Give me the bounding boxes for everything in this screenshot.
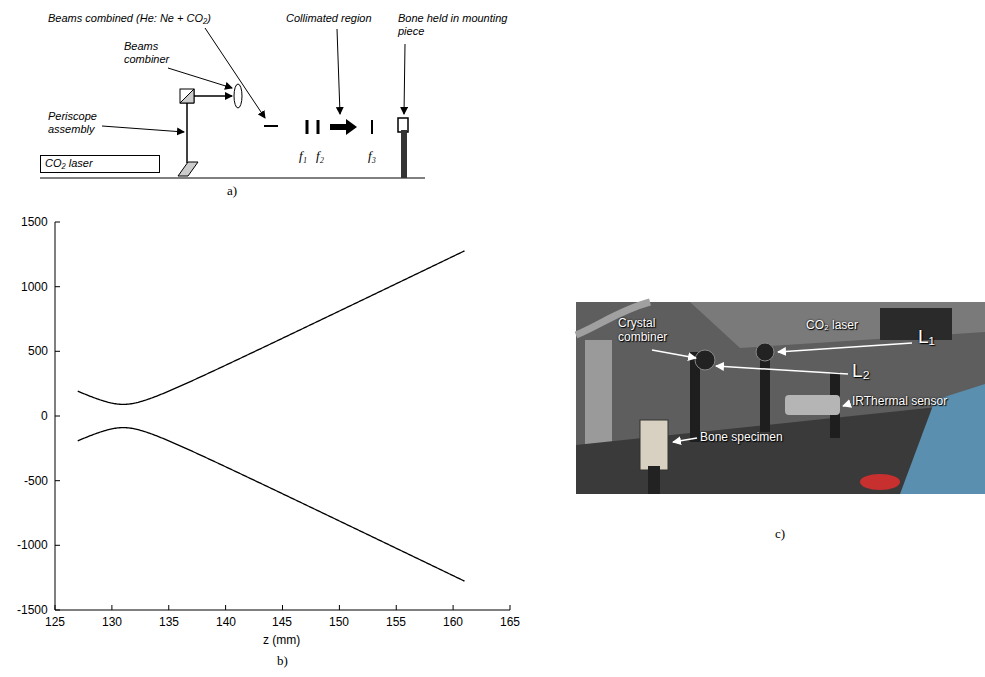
axis-tick: 1000	[21, 280, 48, 294]
laser-box: CO₂ laser	[40, 155, 160, 173]
axis-tick: 1500	[21, 215, 48, 229]
lens-label: f₃	[368, 148, 376, 164]
axis-tick: 500	[28, 344, 48, 358]
optical-schematic	[40, 28, 425, 178]
photo-label: L₂	[852, 360, 870, 383]
axis-tick: 145	[272, 615, 292, 629]
panel-letter: b)	[277, 653, 288, 669]
box-text: CO₂ laser	[45, 157, 155, 170]
photo-label: Crystal combiner	[618, 316, 676, 345]
axis-tick: 165	[500, 615, 520, 629]
lens-label: f₁	[299, 148, 307, 164]
axis-tick: 130	[102, 615, 122, 629]
axis-tick: -1500	[17, 603, 48, 617]
callout-label: Beams combined (He: Ne + CO₂)	[48, 12, 211, 25]
photo-label: CO₂ laser	[806, 318, 858, 332]
photo-label: IRThermal sensor	[852, 394, 947, 408]
axis-tick: 125	[45, 615, 65, 629]
axis-tick: 160	[443, 615, 463, 629]
photo-label: Bone specimen	[700, 430, 783, 444]
axis-tick: 0	[41, 409, 48, 423]
axis-title: z (mm)	[263, 633, 300, 647]
panel-letter: c)	[775, 526, 785, 542]
axis-tick: 135	[159, 615, 179, 629]
axis-tick: -500	[24, 474, 48, 488]
axis-tick: 155	[386, 615, 406, 629]
callout-label: Periscope assembly	[48, 110, 108, 136]
axis-tick: -1000	[17, 538, 48, 552]
setup-photo	[576, 302, 985, 494]
callout-label: Beams combiner	[124, 40, 179, 66]
callout-label: Collimated region	[286, 12, 372, 25]
photo-label: L₁	[918, 326, 935, 349]
axis-tick: 150	[329, 615, 349, 629]
beam-profile-plot	[55, 222, 510, 610]
panel-letter: a)	[227, 183, 237, 199]
lens-label: f₂	[316, 148, 324, 164]
callout-label: Bone held in mounting piece	[398, 12, 526, 38]
axis-tick: 140	[216, 615, 236, 629]
